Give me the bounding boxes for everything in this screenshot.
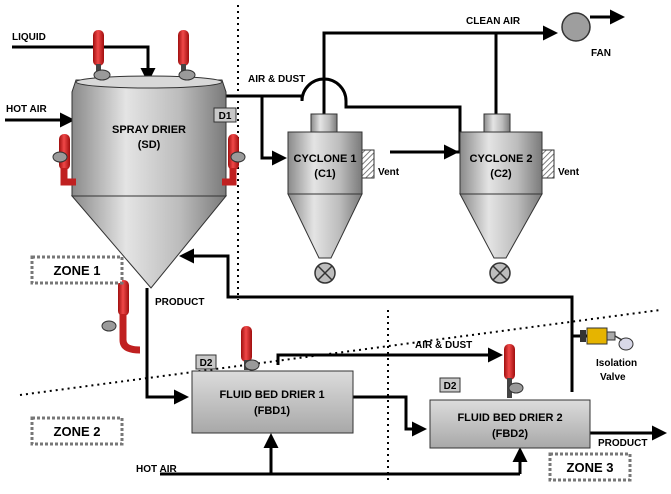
cyclone-2-code: (C2) [490,168,512,180]
hot-air-bottom-label: HOT AIR [136,464,178,475]
suppressor-icon [101,280,141,354]
zone-dividers [19,5,661,484]
cyclone-2: CYCLONE 2 (C2) Vent [459,113,580,284]
suppressor-icon [241,326,260,371]
liquid-label: LIQUID [12,32,46,43]
air-dust-mid-label: AIR & DUST [415,340,472,351]
cyclone-2-name: CYCLONE 2 [470,153,533,165]
fbd1-name: FLUID BED DRIER 1 [219,389,324,401]
spray-drier-code: (SD) [138,139,161,151]
zone-1-label: ZONE 1 [54,263,101,278]
suppressor-icon [52,134,76,186]
zone-1-box: ZONE 1 [30,255,124,285]
spray-drier-tag: D1 [219,111,232,122]
zone-2-box: ZONE 2 [30,416,124,446]
product-mid-label: PRODUCT [155,297,204,308]
spray-drier-name: SPRAY DRIER [112,124,186,136]
cyclone-1-vent-label: Vent [378,167,400,178]
suppressor-icon [222,134,246,186]
fbd2-tag: D2 [444,381,457,392]
clean-air-label: CLEAN AIR [466,16,521,27]
stream-labels: LIQUID HOT AIR CLEAN AIR AIR & DUST PROD… [6,16,647,475]
suppressor-icon [504,344,524,398]
fbd2-code: (FBD2) [492,428,528,440]
zone-3-box: ZONE 3 [548,452,632,482]
air-dust-top-label: AIR & DUST [248,74,305,85]
zone-2-label: ZONE 2 [54,424,101,439]
cyclone-1-name: CYCLONE 1 [294,153,357,165]
hot-air-top-label: HOT AIR [6,104,48,115]
fan-label: FAN [591,48,611,59]
cyclone-1: CYCLONE 1 (C1) Vent [287,113,400,284]
zone-3-label: ZONE 3 [567,460,614,475]
fbd1-tag: D2 [200,358,213,369]
isolation-valve-icon: Isolation Valve [580,327,637,383]
isolation-valve-label-2: Valve [600,372,626,383]
cyclone-1-code: (C1) [314,168,336,180]
fluid-bed-drier-2: FLUID BED DRIER 2 (FBD2) D2 [429,377,591,449]
pipes [5,9,667,476]
isolation-valve-label-1: Isolation [596,358,637,369]
fluid-bed-drier-1: FLUID BED DRIER 1 (FBD1) D2 [191,354,354,434]
suppressor-icon [93,30,111,81]
suppressor-icon [178,30,196,81]
fbd2-name: FLUID BED DRIER 2 [457,412,562,424]
cyclone-2-vent-label: Vent [558,167,580,178]
fbd1-code: (FBD1) [254,405,290,417]
suppressor-bottles [52,30,524,398]
product-out-label: PRODUCT [598,438,647,449]
fan: FAN [561,12,611,59]
